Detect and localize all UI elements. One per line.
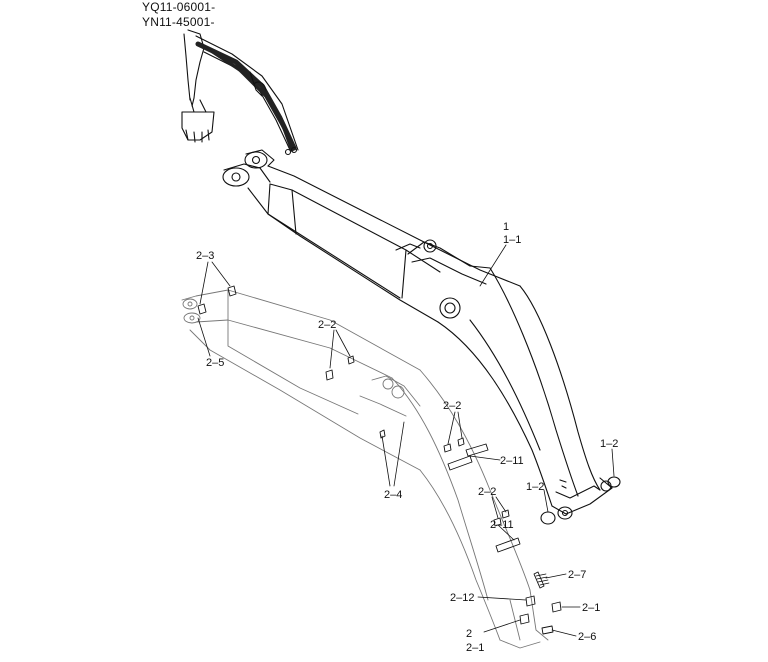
- boom-frame-ghost: [181, 289, 549, 649]
- callout-2-4: 2–4: [384, 489, 402, 501]
- callout-1-2-right: 1–2: [600, 438, 618, 450]
- callout-labels: 1 1–1 1–2 1–2 2–3 2–5 2–2 2–2 2–2 2–11 2…: [196, 221, 618, 654]
- label-plates: [197, 285, 562, 635]
- callout-2-3: 2–3: [196, 250, 214, 262]
- callout-2-6: 2–6: [578, 631, 596, 643]
- callout-2: 2: [466, 628, 472, 640]
- boom-assembly: [222, 149, 621, 525]
- callout-1: 1: [503, 221, 509, 233]
- callout-1-2-left: 1–2: [526, 481, 544, 493]
- callout-2-11-upper: 2–11: [500, 455, 524, 467]
- callout-1-1: 1–1: [503, 234, 521, 246]
- callout-2-2-middle: 2–2: [443, 400, 461, 412]
- excavator-thumbnail: [181, 29, 299, 156]
- callout-2-2-lower: 2–2: [478, 486, 496, 498]
- callout-2-2-upper: 2–2: [318, 319, 336, 331]
- serial-number-1: YQ11-06001-: [142, 0, 216, 14]
- callout-2-11-lower: 2–11: [490, 519, 514, 531]
- callout-2-1-right: 2–1: [582, 602, 600, 614]
- callout-2-12: 2–12: [450, 592, 474, 604]
- callout-2-7: 2–7: [568, 569, 586, 581]
- callout-2-1-bottom: 2–1: [466, 642, 484, 654]
- callout-2-5: 2–5: [206, 357, 224, 369]
- leader-lines: [197, 244, 615, 637]
- serial-number-2: YN11-45001-: [142, 15, 215, 29]
